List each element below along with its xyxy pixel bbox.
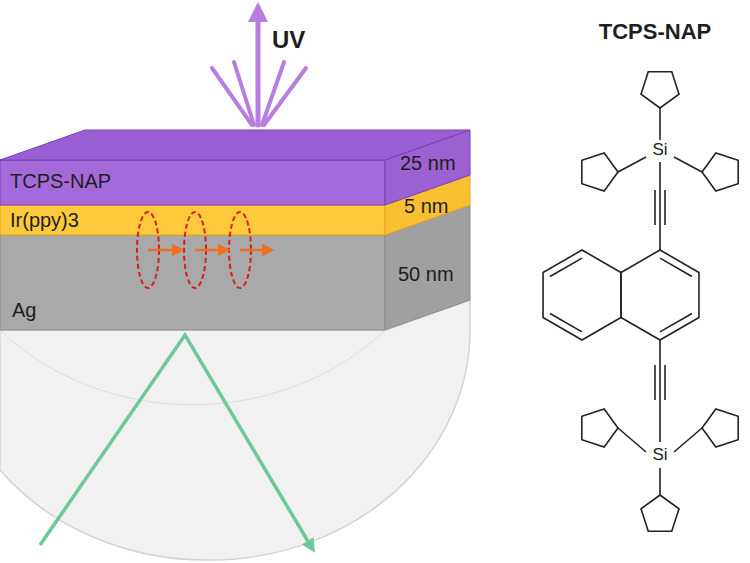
ag-front xyxy=(0,235,385,330)
uv-label: UV xyxy=(272,26,305,54)
atom-label: Si xyxy=(650,445,669,465)
tcps-top xyxy=(0,130,470,160)
light-path xyxy=(40,335,312,548)
layer-name: Ir(ppy)3 xyxy=(10,209,79,231)
ir-front xyxy=(0,205,385,235)
prism xyxy=(0,300,470,560)
uv-emission xyxy=(212,12,306,125)
silver-layer: Ag 50 nm xyxy=(0,235,470,330)
molecule-title: TCPS-NAP xyxy=(599,19,711,45)
tcps-nap-layer: TCPS-NAP25 nm xyxy=(0,160,470,205)
dipoles xyxy=(137,212,251,288)
tcps-front xyxy=(0,160,385,205)
layer-thickness: 5 nm xyxy=(404,195,448,217)
atom-label: Si xyxy=(650,140,669,160)
layer-name: Ag xyxy=(12,299,36,321)
prism-edge xyxy=(0,330,385,405)
layer-thickness: 25 nm xyxy=(400,152,456,174)
molecule-structure xyxy=(543,72,738,531)
layer-name: TCPS-NAP xyxy=(10,170,111,192)
layer-thickness: 50 nm xyxy=(398,263,454,285)
dipole-arrows xyxy=(148,249,272,252)
iridium-layer: Ir(ppy)35 nm xyxy=(0,205,470,235)
